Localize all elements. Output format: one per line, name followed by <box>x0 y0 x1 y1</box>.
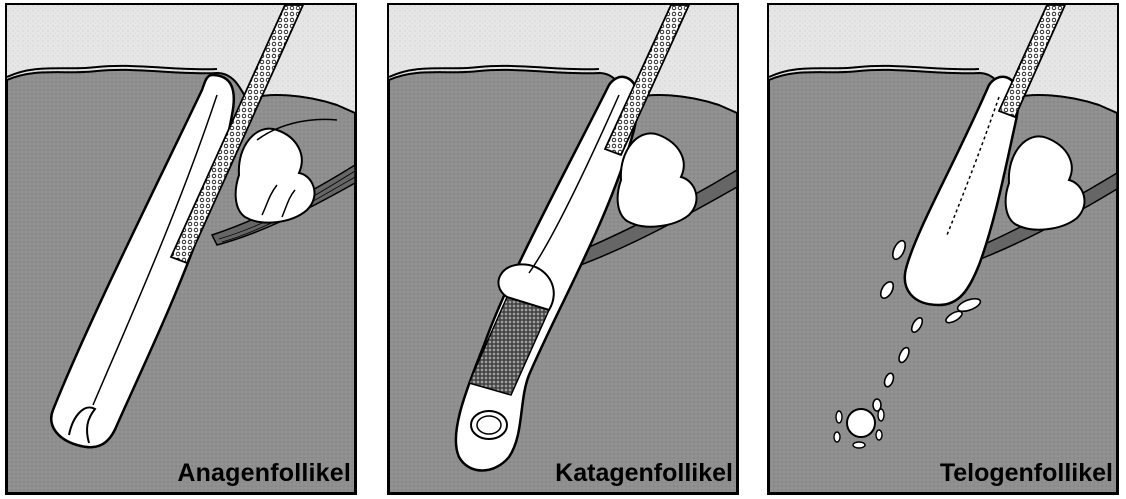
telogen-follicle-illustration: Telogenfollikel <box>769 5 1117 493</box>
dermal-papilla <box>847 409 875 437</box>
anagen-follicle-illustration: Anagenfollikel <box>7 5 355 493</box>
panel-label: Katagenfollikel <box>555 459 733 487</box>
katagen-follicle-illustration: Katagenfollikel <box>389 5 737 493</box>
panel-label: Anagenfollikel <box>177 459 351 487</box>
anagen-panel: Anagenfollikel <box>5 3 357 495</box>
panel-label: Telogenfollikel <box>940 459 1113 487</box>
telogen-panel: Telogenfollikel <box>767 3 1119 495</box>
katagen-panel: Katagenfollikel <box>387 3 739 495</box>
